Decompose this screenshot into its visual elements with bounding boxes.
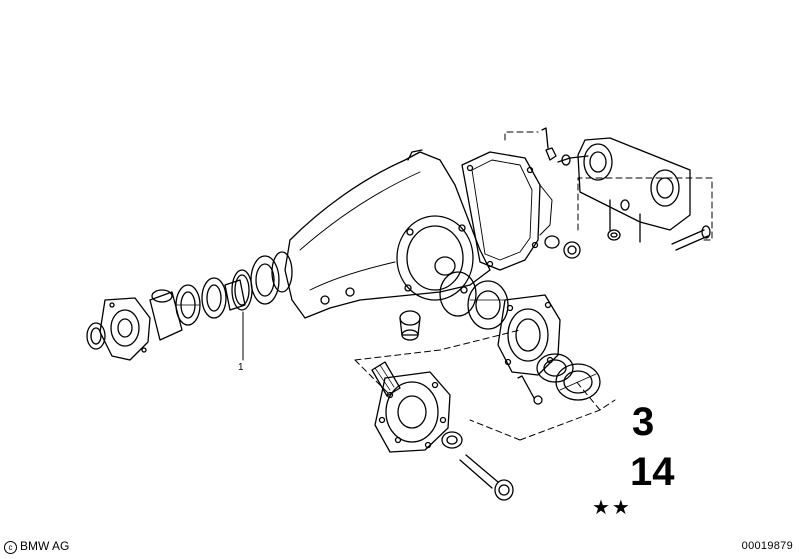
differential-housing [284, 149, 491, 319]
copyright-icon: c [4, 541, 17, 554]
callout-number-1: 1 [238, 362, 244, 373]
rear-mount-bracket [577, 137, 691, 243]
catalog-stars: ★★ [592, 497, 632, 519]
small-bolt [517, 375, 543, 405]
pinion-main-bearing [250, 251, 293, 305]
pinion-spacer-sleeve [149, 289, 183, 341]
pinion-collapsible-spacer [224, 279, 246, 311]
cover-gasket [539, 184, 553, 236]
output-cap [555, 363, 601, 401]
assembly-guide-lines [354, 131, 713, 441]
bracket-long-bolt [671, 225, 711, 251]
bracket-nut [607, 199, 630, 241]
copyright-text: BMW AG [20, 539, 70, 553]
drain-plug [544, 235, 581, 259]
pinion-seal-ring [86, 322, 106, 350]
flange-bolt [459, 454, 514, 501]
bracket-bolt-left [557, 154, 589, 166]
drive-flange-spline-shaft [371, 361, 401, 397]
pinion-flange [99, 297, 151, 361]
pinion-bearing-outer [175, 284, 201, 326]
output-flange-housing [497, 294, 561, 376]
cover-bolt [541, 127, 557, 161]
centering-sleeve [399, 310, 421, 341]
output-oring [439, 271, 477, 317]
drive-flange [374, 371, 451, 453]
pinion-bearing-inner [201, 277, 227, 319]
housing-cover-plate [461, 151, 541, 271]
output-bearing [467, 280, 509, 330]
washer [441, 431, 463, 449]
catalog-code-bottom: 14 [630, 450, 675, 494]
document-number: 00019879 [741, 540, 793, 552]
output-seal-ring [536, 353, 574, 383]
catalog-code-top: 3 [632, 400, 655, 444]
